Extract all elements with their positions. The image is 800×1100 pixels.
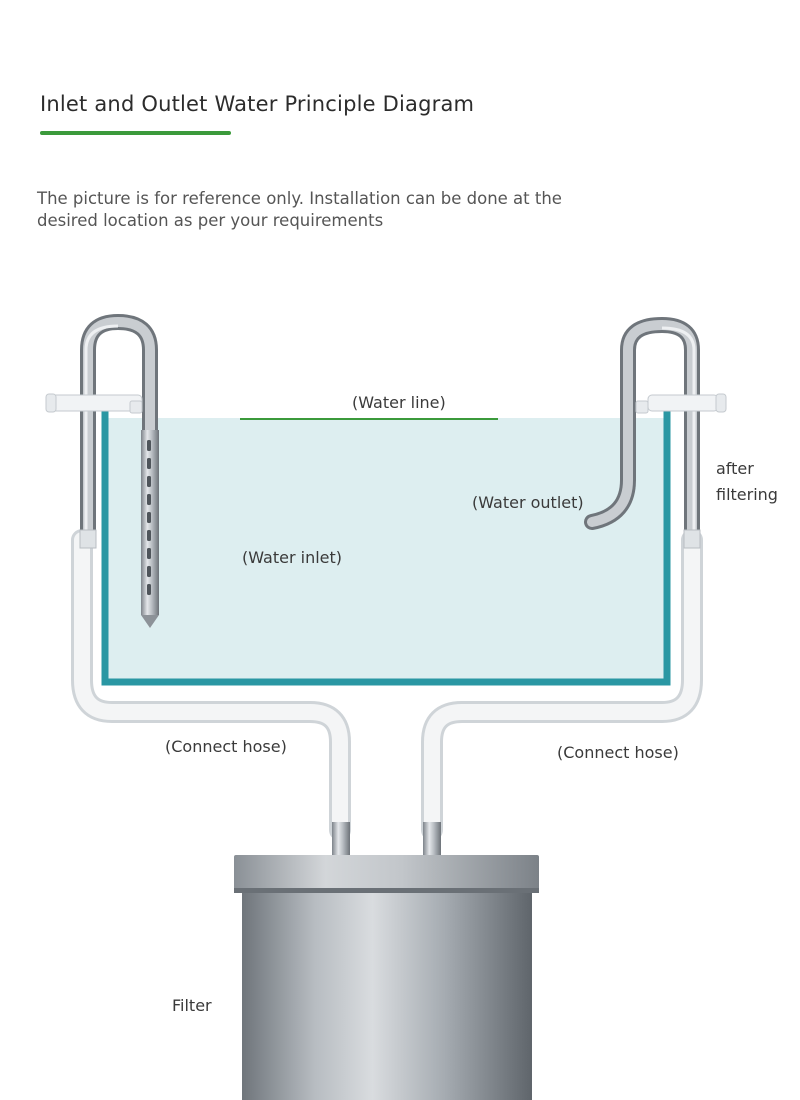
inlet-pipe	[45, 313, 159, 628]
outlet-pipe	[584, 316, 727, 549]
outlet-clamp	[635, 393, 727, 414]
connect-hose-right-label: (Connect hose)	[557, 743, 679, 762]
connect-hose-left	[71, 529, 351, 841]
tank-outline	[101, 400, 671, 686]
subtitle: The picture is for reference only. Insta…	[37, 189, 562, 230]
connect-hose-left-label: (Connect hose)	[165, 737, 287, 756]
water-line-label: (Water line)	[352, 393, 446, 412]
filter-outlet-fitting	[423, 822, 441, 858]
after-filtering-label-line1: after	[716, 459, 754, 478]
aquarium-tank	[101, 400, 671, 686]
inlet-strainer-slots	[147, 440, 151, 595]
water-inlet-label: (Water inlet)	[242, 548, 343, 567]
after-filtering-label-line2: filtering	[716, 485, 778, 504]
inlet-clamp	[45, 393, 143, 414]
page-title: Inlet and Outlet Water Principle Diagram	[40, 92, 475, 116]
filter-canister	[234, 822, 539, 1100]
connect-hose-right	[421, 529, 703, 841]
title-underline	[40, 131, 231, 135]
filter-label: Filter	[172, 996, 212, 1015]
water-outlet-label: (Water outlet)	[472, 493, 584, 512]
filter-inlet-fitting	[332, 822, 350, 858]
water-body	[105, 418, 667, 682]
